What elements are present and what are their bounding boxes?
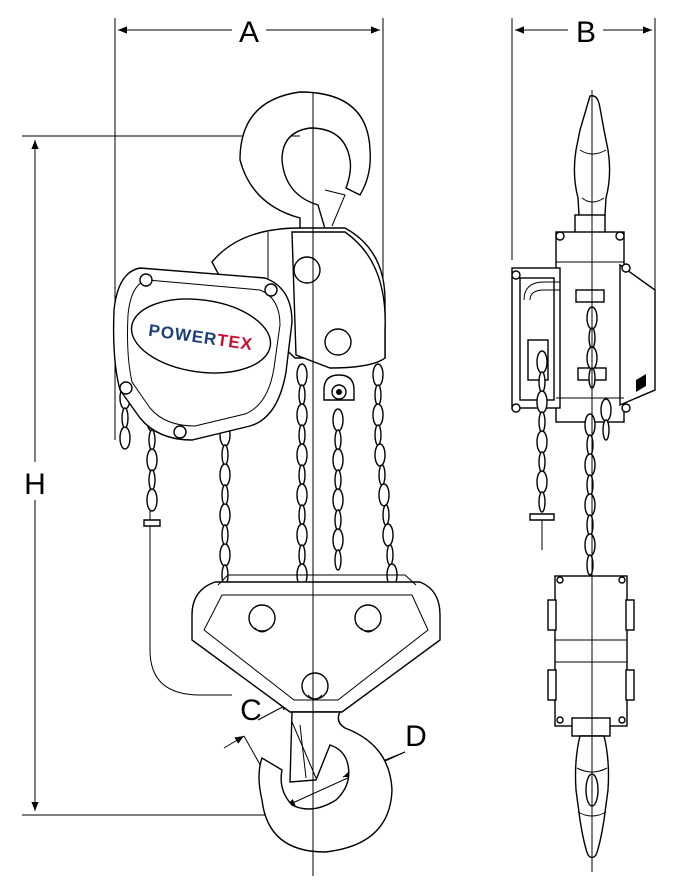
hand-wheel-cover: POWERTEX bbox=[112, 267, 293, 441]
hand-chain-loop bbox=[149, 440, 232, 696]
load-chain-3 bbox=[372, 363, 398, 587]
dimension-b: B bbox=[511, 16, 656, 290]
bottom-hook bbox=[258, 711, 393, 853]
dimension-a-label: A bbox=[239, 16, 259, 49]
load-chain-1 bbox=[296, 363, 308, 587]
dimension-h: H bbox=[22, 135, 300, 816]
dimension-d-label: D bbox=[405, 720, 427, 753]
block-bolt-center bbox=[301, 672, 329, 700]
side-bottom-block bbox=[547, 575, 635, 737]
side-hand-chain bbox=[529, 350, 612, 550]
dimension-b-label: B bbox=[576, 16, 596, 49]
hoist-housing bbox=[211, 227, 386, 369]
brand-badge bbox=[130, 298, 272, 374]
block-bolt-right bbox=[354, 604, 382, 632]
load-chain-2 bbox=[332, 408, 344, 571]
front-view: POWERTEX bbox=[112, 91, 441, 876]
dimension-h-label: H bbox=[24, 468, 46, 501]
bottom-block bbox=[191, 574, 441, 713]
block-bolt-left bbox=[248, 604, 276, 632]
housing-bolt-bottom bbox=[324, 328, 352, 356]
chain-guide bbox=[323, 374, 355, 401]
top-hook bbox=[239, 91, 371, 233]
hand-chain-right bbox=[219, 423, 231, 586]
brand-logo-tex: TEX bbox=[216, 330, 254, 354]
side-housing bbox=[511, 231, 656, 423]
side-view bbox=[511, 90, 656, 872]
dimension-c-label: C bbox=[240, 694, 262, 727]
housing-bolt-top bbox=[293, 256, 321, 284]
